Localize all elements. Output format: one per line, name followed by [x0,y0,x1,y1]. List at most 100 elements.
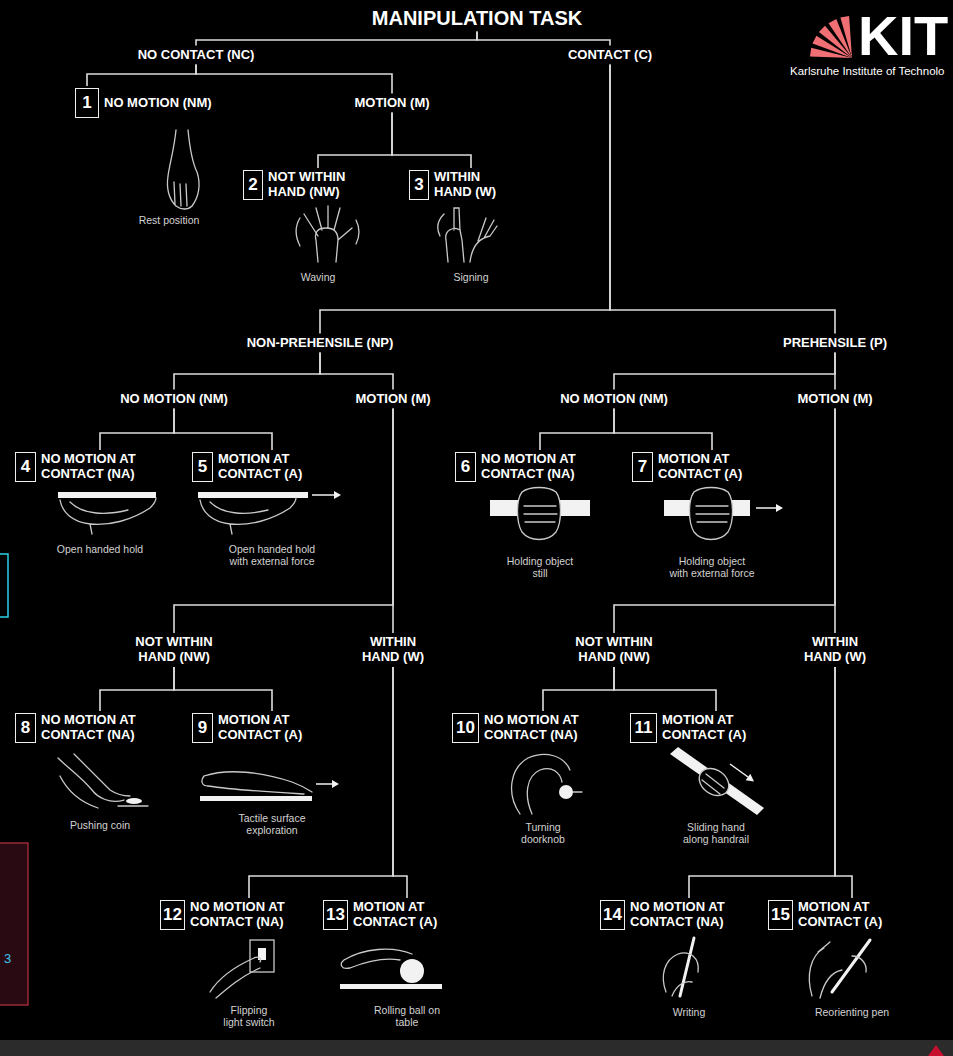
category-text: NO CONTACT (NC) [138,48,255,63]
leaf-header: 1NO MOTION (NM) [75,88,234,118]
rest-position-figure [167,130,199,209]
category-text: NO MOTION (NM) [560,392,668,407]
category-label: NON-PREHENSILE (NP) [247,336,394,351]
example-caption: Signing [416,271,526,283]
writing-figure [663,938,698,996]
case-number: 2 [243,170,263,200]
hand-sketch [167,130,199,209]
case-number: 15 [768,900,793,930]
case-label: NO MOTION AT CONTACT (NA) [484,713,602,743]
tree-connector [196,64,392,93]
leaf-header: 12NO MOTION AT CONTACT (NA) [160,900,308,930]
hand-sketch [210,957,261,998]
example-caption: Reorienting pen [787,1006,917,1018]
tree-connector [392,408,394,633]
case-label: NO MOTION AT CONTACT (NA) [190,900,308,930]
case-label: NOT WITHIN HAND (NW) [268,170,368,200]
case-label: WITHIN HAND (W) [434,170,508,200]
case-leaf: 1NO MOTION (NM)Rest position [75,88,234,226]
light-switch-figure [210,940,274,998]
force-arrow [312,494,334,496]
signing-figure [438,208,497,262]
side-panel [0,843,28,1005]
case-leaf: 11MOTION AT CONTACT (A)Sliding hand alon… [630,713,770,845]
case-leaf: 14NO MOTION AT CONTACT (NA)Writing [600,900,748,1018]
open-hand-hold-figure [58,492,156,534]
hand-sketch [200,498,296,534]
case-label: NO MOTION AT CONTACT (NA) [41,713,159,743]
handrail-figure [670,747,764,815]
case-number: 12 [160,900,185,930]
category-text: NOT WITHIN HAND (NW) [129,635,219,665]
task-title: MANIPULATION TASK [372,7,582,30]
handrail [670,747,764,815]
logo-wordmark: KIT [858,8,948,64]
leaf-header: 6NO MOTION AT CONTACT (NA) [455,452,599,482]
ball [400,959,424,983]
force-arrowhead [776,504,783,512]
case-leaf: 7MOTION AT CONTACT (A)Holding object wit… [632,452,766,579]
tree-connector [100,408,174,450]
leaf-header: 5MOTION AT CONTACT (A) [192,452,326,482]
tree-connector [249,667,393,898]
force-arrow [756,507,776,509]
hand-sketch [663,953,698,996]
category-text: NOT WITHIN HAND (NW) [569,635,659,665]
tree-connector [174,408,393,633]
category-text: MOTION (M) [797,392,872,407]
category-label: WITHIN HAND (W) [795,635,875,665]
case-leaf: 9MOTION AT CONTACT (A)Tactile surface ex… [192,713,326,836]
held-bar [58,492,156,498]
case-number: 13 [323,900,348,930]
holding-still-figure [490,488,590,540]
hand-sketch [60,498,156,534]
leaf-header: 2NOT WITHIN HAND (NW) [243,170,368,200]
case-number: 7 [632,452,653,482]
case-number: 10 [452,713,479,743]
example-caption: Open handed hold [35,543,165,555]
case-leaf: 15MOTION AT CONTACT (A)Reorienting pen [768,900,906,1018]
case-leaf: 4NO MOTION AT CONTACT (NA)Open handed ho… [15,452,159,555]
example-caption: Holding object still [503,555,578,579]
hand-sketch [341,949,412,968]
case-number: 11 [630,713,657,743]
case-label: MOTION AT CONTACT (A) [353,900,461,930]
tree-connector [174,352,320,389]
leaf-header: 10NO MOTION AT CONTACT (NA) [452,713,602,743]
fist-sketch [694,763,734,801]
case-number: 5 [192,452,213,482]
tree-connector [689,667,835,898]
leaf-header: 13MOTION AT CONTACT (A) [323,900,461,930]
tree-connector [174,408,272,450]
case-label: MOTION AT CONTACT (A) [798,900,906,930]
footer-bar [0,1040,953,1056]
tree-connector [614,667,716,711]
surface-bar [200,796,312,801]
case-leaf: 8NO MOTION AT CONTACT (NA)Pushing coin [15,713,159,831]
tree-connector [393,667,407,898]
tree-connector [610,64,835,333]
hand-sketch [296,206,359,262]
hand-sketch [438,208,497,262]
finger-lines [696,506,729,522]
tree-connector [834,352,836,389]
case-label: MOTION AT CONTACT (A) [662,713,770,743]
case-number: 9 [192,713,213,743]
tree-connector [320,352,393,389]
leaf-header: 7MOTION AT CONTACT (A) [632,452,766,482]
category-text: WITHIN HAND (W) [795,635,875,665]
case-number: 4 [15,452,36,482]
category-label: NOT WITHIN HAND (NW) [129,635,219,665]
case-number: 6 [455,452,476,482]
leaf-header: 15MOTION AT CONTACT (A) [768,900,906,930]
case-label: MOTION AT CONTACT (A) [218,452,326,482]
example-caption: Pushing coin [35,819,165,831]
logo-ray [840,16,852,58]
pushing-coin-figure [58,754,148,808]
case-leaf: 2NOT WITHIN HAND (NW)Waving [243,170,368,283]
example-caption: Waving [258,271,378,283]
tree-connector [834,408,836,633]
tree-connector [835,667,852,898]
leaf-header: 4NO MOTION AT CONTACT (NA) [15,452,159,482]
